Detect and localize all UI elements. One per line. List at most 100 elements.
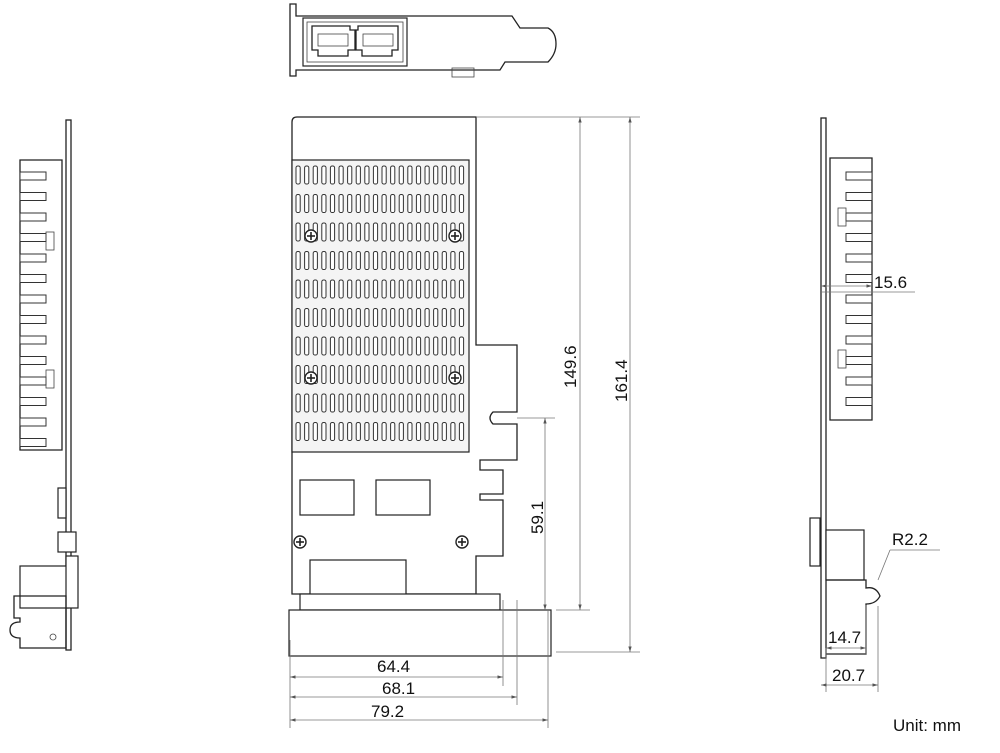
heatsink-slot xyxy=(398,422,404,441)
heatsink-slot xyxy=(458,165,465,185)
heatsink-slot xyxy=(312,279,318,299)
heatsink-slot xyxy=(407,194,413,213)
screw-icon xyxy=(455,535,469,549)
heatsink-slot xyxy=(450,194,456,213)
side-fin-slit xyxy=(845,171,873,181)
heatsink-slot xyxy=(321,365,327,384)
heatsink-slot xyxy=(347,422,353,441)
heatsink-slot xyxy=(458,194,465,213)
heatsink-slot xyxy=(321,251,327,270)
side-fin-slit xyxy=(845,274,873,283)
unit-label: Unit: mm xyxy=(893,716,961,735)
heatsink-slot xyxy=(364,422,370,441)
heatsink-slot xyxy=(321,165,327,185)
heatsink-slot xyxy=(355,279,361,299)
heatsink-slot xyxy=(458,393,465,413)
side-fin-slit xyxy=(845,376,873,386)
heatsink-slot xyxy=(398,308,404,327)
heatsink-slot xyxy=(321,194,327,213)
heatsink-slot xyxy=(424,365,430,384)
heatsink-slot xyxy=(295,393,301,413)
heatsink-slot xyxy=(441,308,447,327)
heatsink-slot xyxy=(347,308,353,327)
heatsink-slot xyxy=(372,365,379,384)
heatsink-slot xyxy=(441,393,447,413)
heatsink-slot xyxy=(424,251,430,270)
heatsink-slot xyxy=(415,336,422,356)
heatsink-slot xyxy=(458,336,465,356)
heatsink-slot xyxy=(390,336,396,356)
heatsink-slot xyxy=(390,279,396,299)
side-fin-slit xyxy=(845,253,873,263)
heatsink-slot xyxy=(372,165,379,185)
heatsink-slot xyxy=(407,365,413,384)
side-fin-slit xyxy=(845,192,873,201)
heatsink-slot xyxy=(329,308,336,327)
heatsink-slot xyxy=(338,279,344,299)
heatsink-slot xyxy=(329,222,336,242)
side-fin-slit xyxy=(845,397,873,406)
heatsink-slot xyxy=(321,422,327,441)
heatsink-slot xyxy=(355,336,361,356)
heatsink-slot xyxy=(364,222,370,242)
heatsink-slot xyxy=(441,279,447,299)
top-view xyxy=(289,3,557,78)
side-fin-slit xyxy=(845,335,873,345)
dim-161-4: 161.4 xyxy=(612,359,631,402)
dim-59-1: 59.1 xyxy=(528,501,547,534)
heatsink-slot xyxy=(295,194,301,213)
heatsink-slot xyxy=(338,393,344,413)
heatsink-slot xyxy=(398,194,404,213)
heatsink-slot xyxy=(364,279,370,299)
heatsink-slot xyxy=(355,308,361,327)
heatsink-slot xyxy=(433,336,439,356)
dim-15-6: 15.6 xyxy=(874,273,907,292)
heatsink-slot xyxy=(381,336,387,356)
heatsink-slot xyxy=(312,393,318,413)
heatsink-slot xyxy=(441,422,447,441)
heatsink-slot xyxy=(407,308,413,327)
heatsink-slot xyxy=(347,194,353,213)
heatsink-slot xyxy=(407,393,413,413)
side-fin-slit xyxy=(19,438,47,447)
heatsink-slot xyxy=(312,194,318,213)
heatsink-slot xyxy=(398,222,404,242)
heatsink-slot xyxy=(381,165,387,185)
heatsink-slot xyxy=(381,365,387,384)
heatsink-slot xyxy=(355,251,361,270)
dim-79-2: 79.2 xyxy=(371,702,404,721)
heatsink-slot xyxy=(390,194,396,213)
heatsink-slot xyxy=(329,251,336,270)
dim-64-4: 64.4 xyxy=(377,657,410,676)
heatsink-slot xyxy=(364,336,370,356)
side-fin-slit xyxy=(19,171,47,181)
heatsink-slot xyxy=(381,194,387,213)
heatsink-slot xyxy=(347,222,353,242)
heatsink-slot xyxy=(398,165,404,185)
heatsink-slot xyxy=(312,251,318,270)
heatsink-slot xyxy=(321,308,327,327)
heatsink-slot xyxy=(304,422,310,441)
heatsink-slot xyxy=(372,251,379,270)
heatsink-slot xyxy=(338,336,344,356)
heatsink-slot xyxy=(372,194,379,213)
side-fin-slit xyxy=(19,294,47,304)
heatsink-slot xyxy=(355,222,361,242)
heatsink-slot xyxy=(415,194,422,213)
heatsink-slot xyxy=(450,336,456,356)
heatsink-slot xyxy=(415,165,422,185)
heatsink-slot xyxy=(338,222,344,242)
heatsink-slot xyxy=(390,251,396,270)
heatsink-slot xyxy=(390,308,396,327)
heatsink-slot xyxy=(458,422,465,441)
heatsink-slot xyxy=(424,279,430,299)
heatsink-slot xyxy=(312,422,318,441)
screw-icon xyxy=(293,535,307,549)
heatsink-slot xyxy=(312,165,318,185)
heatsink-slot xyxy=(347,251,353,270)
heatsink-slot xyxy=(407,165,413,185)
heatsink-slot xyxy=(390,222,396,242)
heatsink-slot xyxy=(355,165,361,185)
heatsink-slot xyxy=(398,393,404,413)
heatsink-slot xyxy=(458,308,465,327)
